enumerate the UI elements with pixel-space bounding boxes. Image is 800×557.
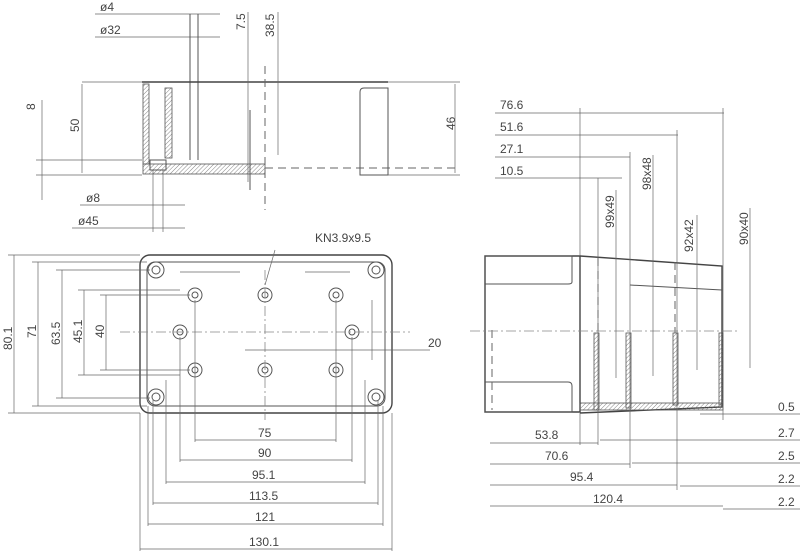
- dim-46: 46: [444, 116, 458, 130]
- section-view: ø4 ø32 7.5 38.5 8 50 46 ø8 ø45: [24, 0, 460, 232]
- dim-27-1: 27.1: [500, 142, 524, 156]
- dim-10-5: 10.5: [500, 164, 524, 178]
- dim-38-5: 38.5: [263, 13, 277, 37]
- dim-70-6: 70.6: [545, 449, 569, 463]
- dim-dia-45: ø45: [78, 214, 99, 228]
- inner-size-92x42: 92x42: [682, 219, 696, 252]
- dim-51-6: 51.6: [500, 120, 524, 134]
- dim-71: 71: [25, 324, 39, 338]
- dim-80-1: 80.1: [1, 326, 15, 350]
- dim-120-4: 120.4: [593, 492, 623, 506]
- wall-dim-2-5: 2.5: [778, 449, 795, 463]
- dim-dia-32: ø32: [100, 23, 121, 37]
- dim-95-4: 95.4: [570, 470, 594, 484]
- dim-113-5: 113.5: [249, 489, 278, 503]
- dim-75: 75: [258, 426, 272, 440]
- dim-8: 8: [24, 103, 38, 110]
- dim-dia-8: ø8: [86, 191, 100, 205]
- inner-size-90x40: 90x40: [737, 212, 751, 245]
- inner-size-98x48: 98x48: [640, 157, 654, 190]
- dim-40: 40: [93, 324, 107, 338]
- side-view: 76.6 51.6 27.1 10.5 99x49 98x48 92x42 90…: [470, 98, 800, 510]
- front-view: 80.1 71 63.5 45.1 40 75 90 95.1 113.5 12…: [1, 231, 442, 551]
- dim-130-1: 130.1: [249, 535, 279, 549]
- wall-dim-2-2-a: 2.2: [778, 472, 795, 486]
- dim-50: 50: [68, 118, 82, 132]
- dim-90: 90: [258, 446, 272, 460]
- dim-63-5: 63.5: [49, 321, 63, 345]
- wall-dim-2-2-b: 2.2: [778, 495, 795, 509]
- dim-76-6: 76.6: [500, 98, 524, 112]
- wall-dim-0-5: 0.5: [778, 400, 795, 414]
- dim-121: 121: [255, 510, 275, 524]
- inner-size-99x49: 99x49: [603, 195, 617, 228]
- dim-53-8: 53.8: [535, 428, 559, 442]
- dim-45-1: 45.1: [71, 319, 85, 343]
- screw-label: KN3.9x9.5: [315, 231, 371, 245]
- dim-95-1: 95.1: [252, 468, 276, 482]
- wall-dim-2-7: 2.7: [778, 426, 795, 440]
- dim-7-5: 7.5: [234, 13, 248, 30]
- dim-dia-4: ø4: [100, 0, 114, 14]
- dim-20: 20: [428, 336, 442, 350]
